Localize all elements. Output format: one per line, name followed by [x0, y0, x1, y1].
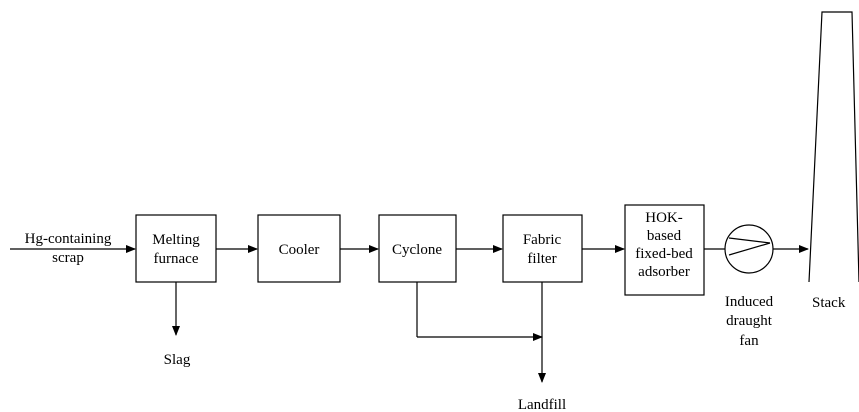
input-label-line1: Hg-containing [25, 231, 112, 247]
adsorber-unit: HOK- based fixed-bed adsorber [624, 204, 705, 296]
fan-label-line1: Induced [725, 294, 774, 310]
fabric-filter-label-line2: filter [527, 251, 556, 267]
induced-draught-fan: Induced draught fan [724, 224, 774, 349]
landfill-label: Landfill [518, 397, 566, 412]
fan-label-line2: draught [726, 313, 773, 329]
adsorber-label-line2: based [647, 228, 682, 244]
stack-label: Stack [812, 295, 846, 311]
adsorber-label-line3: fixed-bed [635, 246, 693, 262]
adsorber-label-line1: HOK- [645, 210, 683, 226]
fabric-filter-label-line1: Fabric [523, 232, 562, 248]
fan-label-line3: fan [739, 333, 759, 349]
cooler-box [257, 214, 341, 283]
cyclone-box [378, 214, 457, 283]
slag-label: Slag [164, 352, 191, 368]
melting-furnace-unit: Melting furnace [135, 214, 217, 283]
cyclone-unit: Cyclone [378, 214, 457, 283]
stack-unit: Stack [808, 11, 859, 311]
input-label-line2: scrap [52, 250, 84, 266]
fabric-filter-unit: Fabric filter [502, 214, 583, 283]
melting-furnace-label-line2: furnace [154, 251, 199, 267]
cooler-unit: Cooler [257, 214, 341, 283]
input-label: Hg-containing scrap [25, 231, 112, 266]
melting-furnace-box [135, 214, 217, 283]
adsorber-label-line4: adsorber [638, 264, 690, 280]
adsorber-box [624, 204, 705, 296]
melting-furnace-label-line1: Melting [152, 232, 200, 248]
fan-blade-upper [728, 237, 771, 244]
cyclone-label: Cyclone [392, 242, 442, 258]
fabric-filter-box [502, 214, 583, 283]
fan-blade-lower [728, 242, 771, 256]
cooler-label: Cooler [279, 242, 320, 258]
stack-icon [808, 11, 859, 283]
